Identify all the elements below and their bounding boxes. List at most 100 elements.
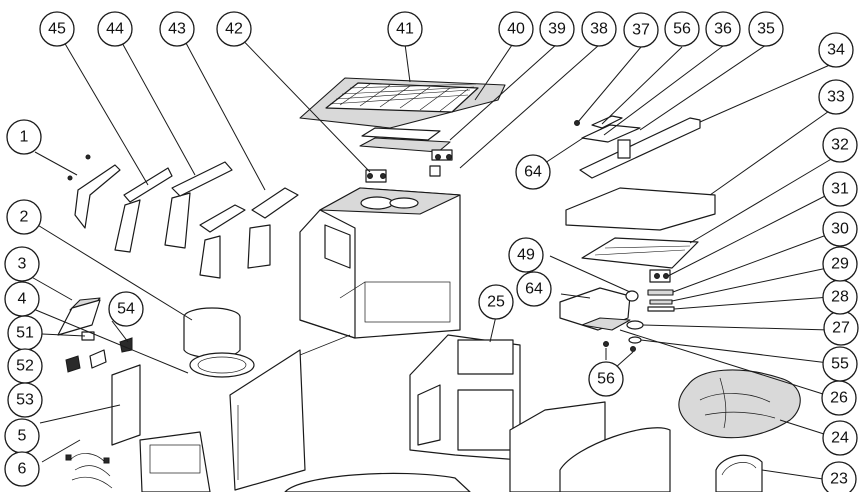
svg-text:28: 28: [831, 289, 849, 306]
callout-28: 28: [822, 279, 858, 315]
callout-26: 26: [821, 380, 857, 416]
callout-33: 33: [818, 79, 854, 115]
callout-55: 55: [822, 346, 858, 382]
svg-text:3: 3: [18, 256, 27, 273]
svg-text:26: 26: [830, 390, 848, 407]
part-small-plate-a: [581, 124, 641, 143]
part-bracket-tab: [617, 139, 631, 159]
svg-text:27: 27: [832, 320, 850, 337]
part-lower-plate: [359, 137, 451, 153]
part-panel-45: [114, 199, 141, 253]
callout-41: 41: [387, 11, 423, 47]
part-valve-assembly: [649, 269, 671, 283]
part-clip-53: [89, 349, 107, 369]
callout-29: 29: [822, 246, 858, 282]
part-top-grille: [299, 77, 506, 129]
part-flue-collar: [183, 307, 255, 378]
callout-53: 53: [7, 382, 43, 418]
part-base-plate: [581, 317, 631, 331]
callout-1: 1: [6, 119, 42, 155]
part-screw-1a: [85, 154, 91, 160]
part-screw-1b: [67, 175, 73, 181]
callout-43: 43: [159, 11, 195, 47]
svg-text:54: 54: [117, 301, 135, 318]
part-flue-bracket: [365, 169, 387, 183]
callout-3: 3: [4, 246, 40, 282]
callout-40: 40: [498, 11, 534, 47]
callout-4: 4: [4, 281, 40, 317]
part-firebox-body: [299, 187, 461, 339]
part-gasket-plate: [361, 127, 441, 141]
callout-51: 51: [7, 315, 43, 351]
part-strip-29: [649, 299, 673, 305]
callout-34: 34: [818, 32, 854, 68]
svg-text:49: 49: [517, 247, 535, 264]
svg-text:53: 53: [16, 392, 34, 409]
svg-text:2: 2: [20, 209, 29, 226]
svg-text:64: 64: [525, 281, 543, 298]
callout-23: 23: [821, 461, 857, 492]
part-bracket-1: [74, 164, 121, 229]
svg-text:6: 6: [18, 461, 27, 478]
part-baffle-plate: [565, 187, 716, 231]
svg-text:34: 34: [827, 42, 845, 59]
svg-text:51: 51: [16, 325, 34, 342]
callout-27: 27: [823, 310, 859, 346]
svg-text:31: 31: [831, 181, 849, 198]
svg-text:38: 38: [590, 21, 608, 38]
callout-56-top: 56: [664, 11, 700, 47]
svg-text:56: 56: [597, 371, 615, 388]
svg-text:52: 52: [16, 358, 34, 375]
part-panel-44b: [171, 161, 233, 197]
svg-text:29: 29: [831, 256, 849, 273]
part-panel-43b: [199, 204, 246, 233]
part-panel-43c: [247, 224, 271, 269]
svg-text:1: 1: [20, 129, 29, 146]
part-glass-door: [509, 401, 763, 492]
svg-text:56: 56: [673, 21, 691, 38]
part-strip-30: [647, 289, 674, 296]
svg-text:32: 32: [831, 137, 849, 154]
svg-text:39: 39: [548, 21, 566, 38]
svg-text:4: 4: [18, 291, 27, 308]
callout-45: 45: [39, 11, 75, 47]
callout-31: 31: [822, 171, 858, 207]
part-panel-44: [164, 192, 191, 249]
leader-lines: [27, 28, 838, 480]
svg-text:41: 41: [396, 21, 414, 38]
svg-text:43: 43: [168, 21, 186, 38]
parts-artwork: [57, 77, 801, 492]
callout-30: 30: [822, 211, 858, 247]
svg-text:23: 23: [830, 471, 848, 488]
callout-35: 35: [748, 11, 784, 47]
svg-text:30: 30: [831, 221, 849, 238]
part-grate: [581, 237, 699, 269]
svg-text:24: 24: [831, 430, 849, 447]
callout-37: 37: [623, 12, 659, 48]
callout-44: 44: [97, 11, 133, 47]
svg-text:40: 40: [507, 21, 525, 38]
svg-text:45: 45: [48, 21, 66, 38]
part-lower-door-frame: [139, 431, 211, 492]
callout-64-mid: 64: [516, 271, 552, 307]
svg-text:36: 36: [714, 21, 732, 38]
callout-49: 49: [508, 237, 544, 273]
callout-42: 42: [216, 11, 252, 47]
callout-5: 5: [4, 418, 40, 454]
callout-32: 32: [822, 127, 858, 163]
part-long-bracket: [579, 117, 701, 179]
callout-38: 38: [581, 11, 617, 47]
callout-36: 36: [705, 11, 741, 47]
svg-text:42: 42: [225, 21, 243, 38]
callout-24: 24: [822, 420, 858, 456]
part-washer-27: [626, 320, 644, 330]
svg-text:64: 64: [524, 164, 542, 181]
part-screw-56a: [603, 341, 609, 347]
callout-56-bottom: 56: [588, 361, 624, 397]
callout-labels: 1 2 3 4 5 6 23 24 25 26 27 28 29 30 31 3…: [4, 11, 859, 492]
callout-39: 39: [539, 11, 575, 47]
callout-64-top: 64: [515, 154, 551, 190]
callout-2: 2: [6, 199, 42, 235]
svg-text:37: 37: [632, 22, 650, 39]
